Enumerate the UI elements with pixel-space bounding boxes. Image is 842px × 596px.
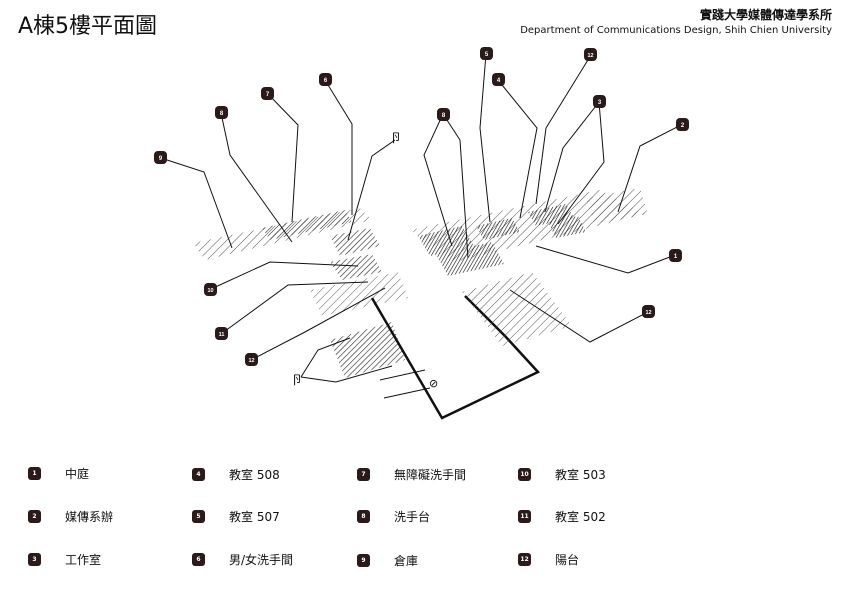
svg-text:6: 6 (324, 78, 328, 84)
svg-text:11: 11 (219, 332, 225, 338)
room-restroom (262, 210, 352, 240)
svg-text:5: 5 (485, 52, 489, 58)
department-name-en: Department of Communications Design, Shi… (520, 25, 832, 36)
svg-text:9: 9 (159, 156, 163, 162)
elevator-icon: ⊘ (429, 377, 438, 390)
svg-text:3: 3 (598, 100, 602, 106)
svg-text:1: 1 (674, 254, 678, 260)
marker-5: 5 (480, 47, 493, 60)
room-507 (436, 242, 504, 276)
marker-9: 9 (154, 151, 167, 164)
room-503 (330, 254, 382, 280)
room-502 (310, 272, 408, 316)
marker-12-north: 12 (584, 48, 597, 61)
marker-7: 7 (261, 87, 274, 100)
marker-2: 2 (676, 118, 689, 131)
marker-4: 4 (492, 73, 505, 86)
marker-8-east: 8 (437, 108, 450, 121)
room-office-2 (586, 188, 648, 224)
marker-3: 3 (593, 95, 606, 108)
marker-12-west: 12 (245, 353, 258, 366)
building-outline (193, 188, 648, 420)
svg-text:10: 10 (207, 288, 213, 294)
room-sink (330, 228, 380, 256)
marker-1: 1 (669, 249, 682, 262)
svg-text:8: 8 (220, 111, 224, 117)
svg-text:7: 7 (266, 92, 270, 98)
marker-10: 10 (204, 283, 217, 296)
room-508 (476, 218, 520, 240)
map-markers: 9 8 7 6 8 5 4 12 3 2 1 12 10 11 12 (154, 47, 689, 366)
svg-text:12: 12 (248, 358, 254, 364)
room-office (548, 216, 586, 238)
svg-text:8: 8 (442, 113, 446, 119)
marker-11: 11 (215, 327, 228, 340)
marker-12-east: 12 (642, 305, 655, 318)
leader-lines (160, 53, 682, 383)
svg-text:4: 4 (497, 78, 501, 84)
stair-icon-west: 卪 (291, 373, 303, 387)
room-sink-east (418, 226, 474, 256)
svg-text:2: 2 (681, 123, 685, 129)
room-balcony-west (330, 322, 405, 378)
svg-text:12: 12 (587, 53, 593, 59)
room-balcony-east (462, 272, 572, 346)
room-workshop (528, 204, 574, 226)
marker-6: 6 (319, 73, 332, 86)
stair-icon-north: 卪 (390, 131, 402, 145)
svg-text:12: 12 (645, 310, 651, 316)
department-name-cn: 實踐大學媒體傳達學系所 (699, 8, 832, 22)
page-title: A棟5樓平面圖 (18, 14, 158, 39)
marker-8: 8 (215, 106, 228, 119)
